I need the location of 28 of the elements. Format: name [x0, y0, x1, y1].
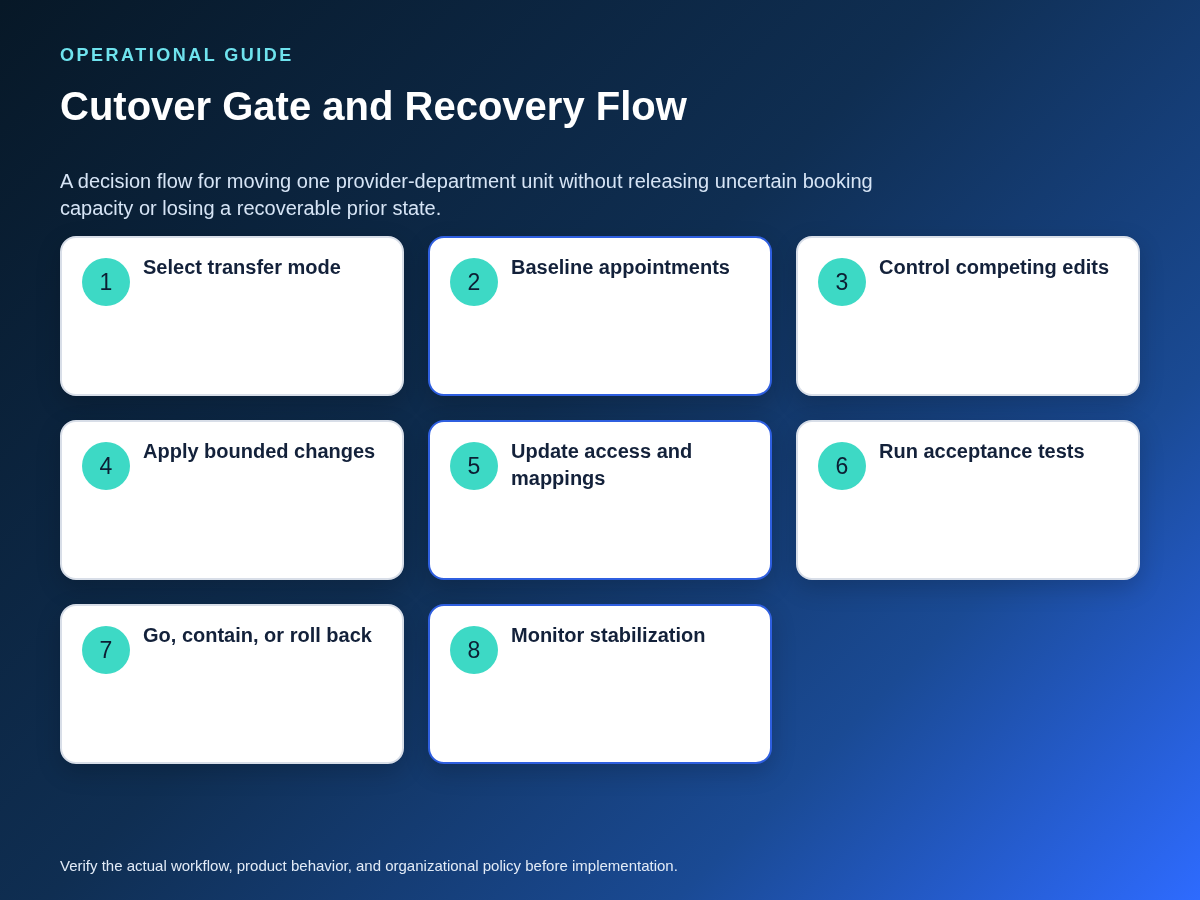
step-card [428, 604, 772, 764]
step-card [796, 236, 1140, 396]
step-title: Baseline appointments [511, 255, 731, 280]
step-number-badge: 6 [818, 442, 866, 490]
step-title: Control competing edits [879, 255, 1110, 280]
step-card [60, 420, 404, 580]
subtitle-text: A decision flow for moving one provider-department unit without releasing uncertain booking capacity or losing a recoverable prior state. [60, 169, 874, 221]
step-number-badge: 8 [450, 626, 498, 674]
step-title: Go, contain, or roll back [143, 623, 373, 648]
page-title: Cutover Gate and Recovery Flow [60, 84, 687, 129]
footer-note: Verify the actual workflow, product behavior, and organizational policy before implementation. [60, 857, 678, 874]
step-title: Monitor stabilization [511, 623, 707, 648]
step-number-badge: 7 [82, 626, 130, 674]
step-number-badge: 3 [818, 258, 866, 306]
step-card [60, 236, 404, 396]
step-card [428, 420, 772, 580]
step-number-badge: 1 [82, 258, 130, 306]
step-number-badge: 4 [82, 442, 130, 490]
step-title: Update access and mappings [511, 439, 694, 491]
step-title: Select transfer mode [143, 255, 342, 280]
step-card [796, 420, 1140, 580]
eyebrow-text: OPERATIONAL GUIDE [60, 45, 294, 66]
step-card [60, 604, 404, 764]
step-card [428, 236, 772, 396]
step-number-badge: 2 [450, 258, 498, 306]
step-title: Run acceptance tests [879, 439, 1086, 464]
step-number-badge: 5 [450, 442, 498, 490]
step-title: Apply bounded changes [143, 439, 377, 464]
